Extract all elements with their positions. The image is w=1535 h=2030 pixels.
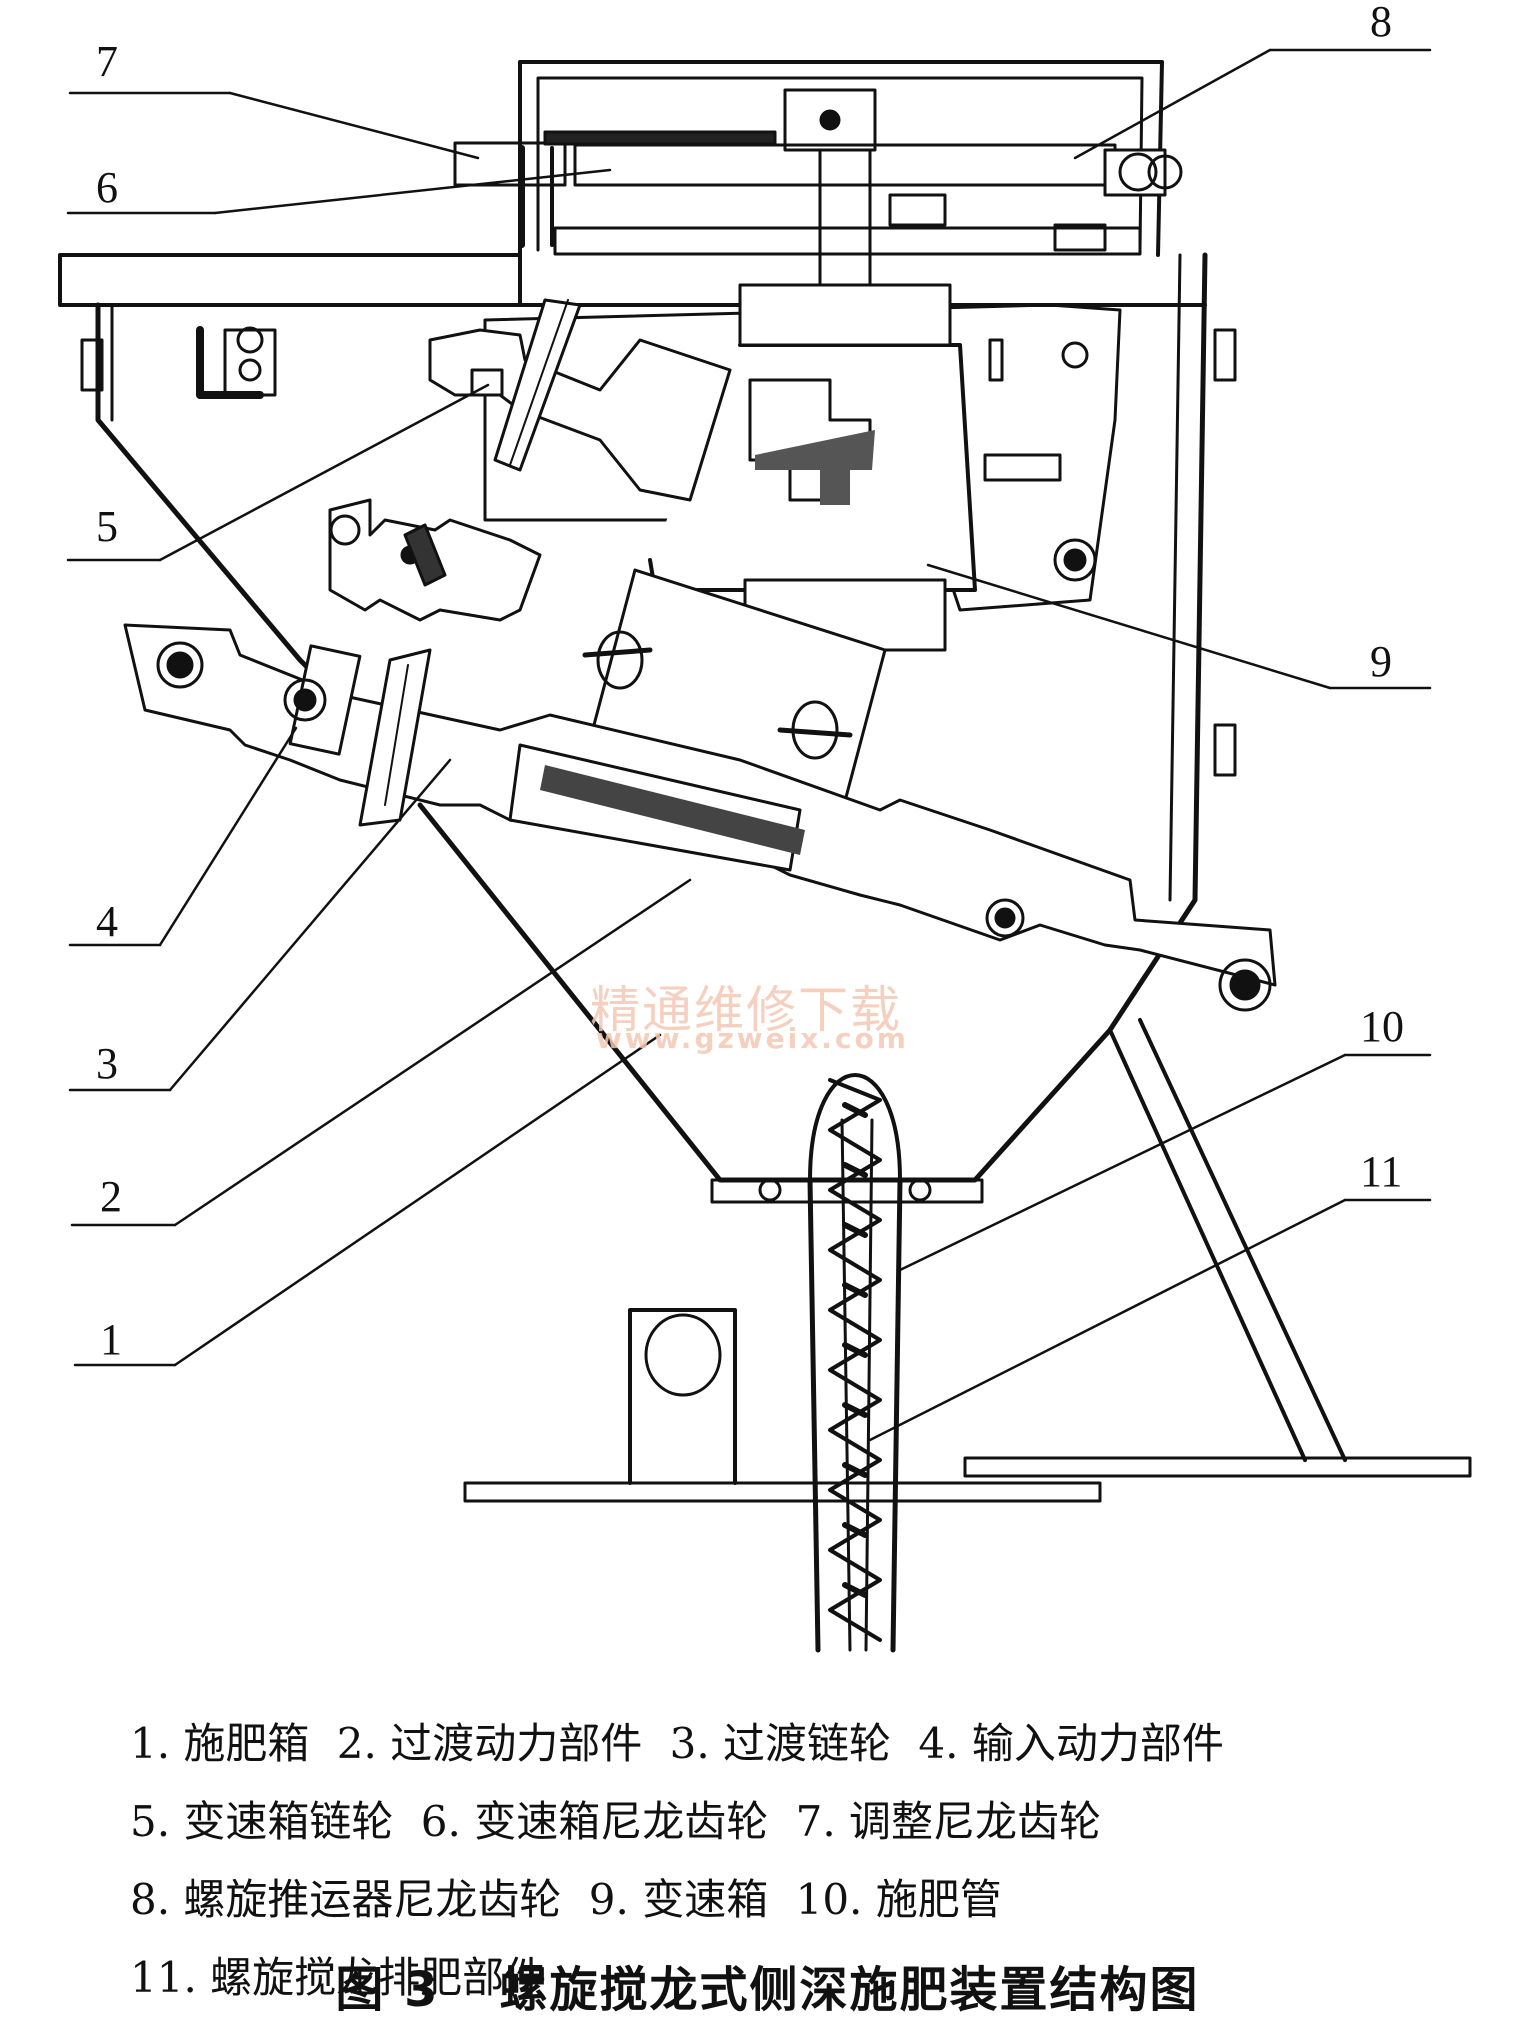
leader-lines [66, 48, 1432, 1442]
top-cover-assembly [518, 60, 1164, 287]
legend-item: 6. 变速箱尼龙齿轮 [420, 1797, 769, 1846]
legend-item: 8. 螺旋推运器尼龙齿轮 [130, 1875, 562, 1924]
callout-10: 10 [1360, 1002, 1404, 1051]
legend-item: 7. 调整尼龙齿轮 [795, 1797, 1102, 1846]
watermark-url: www.gzweix.com [596, 1022, 909, 1055]
callout-1: 1 [100, 1315, 122, 1364]
legend-item: 11. 螺旋搅龙排肥部件 [130, 1953, 547, 2002]
callout-9: 9 [1370, 637, 1392, 686]
fertilizer-tube-auger [807, 1073, 903, 1653]
callout-4: 4 [96, 897, 118, 946]
callout-3: 3 [96, 1039, 118, 1088]
callout-11: 11 [1360, 1147, 1403, 1196]
left-bracket [58, 253, 522, 399]
figure-caption: 图 3 螺旋搅龙式侧深施肥装置结构图 [0, 1950, 1535, 2020]
adjust-nylon-gear [453, 141, 567, 187]
callout-8: 8 [1370, 0, 1392, 46]
callout-5: 5 [96, 502, 118, 551]
legend-item: 3. 过渡链轮 [669, 1719, 892, 1768]
nylon-gear-bars [453, 130, 1183, 248]
watermark-text: 精通维修下载 [590, 981, 902, 1039]
callout-6: 6 [96, 163, 118, 212]
callout-2: 2 [100, 1172, 122, 1221]
legend-item: 5. 变速箱链轮 [130, 1797, 394, 1846]
base-mount [463, 1308, 1102, 1503]
legend-item: 2. 过渡动力部件 [336, 1719, 643, 1768]
middle-shaft-assembly [328, 498, 542, 622]
fertilizer-device-drawing [58, 48, 1472, 1653]
parts-legend: 1. 施肥箱 2. 过渡动力部件 3. 过渡链轮 4. 输入动力部件 5. 变速… [130, 1705, 1420, 2017]
legend-item: 1. 施肥箱 [130, 1719, 310, 1768]
callout-7: 7 [96, 37, 118, 86]
main-transmission-shaft [123, 623, 1277, 1012]
support-leg [963, 1018, 1472, 1478]
gearbox-sprocket-assembly [428, 298, 732, 502]
legend-item: 4. 输入动力部件 [918, 1719, 1224, 1768]
legend-item: 10. 施肥管 [795, 1875, 1002, 1924]
figure-title: 螺旋搅龙式侧深施肥装置结构图 [499, 1962, 1200, 2018]
legend-item: 9. 变速箱 [588, 1875, 769, 1924]
figure-number: 图 3 [335, 1962, 440, 2018]
